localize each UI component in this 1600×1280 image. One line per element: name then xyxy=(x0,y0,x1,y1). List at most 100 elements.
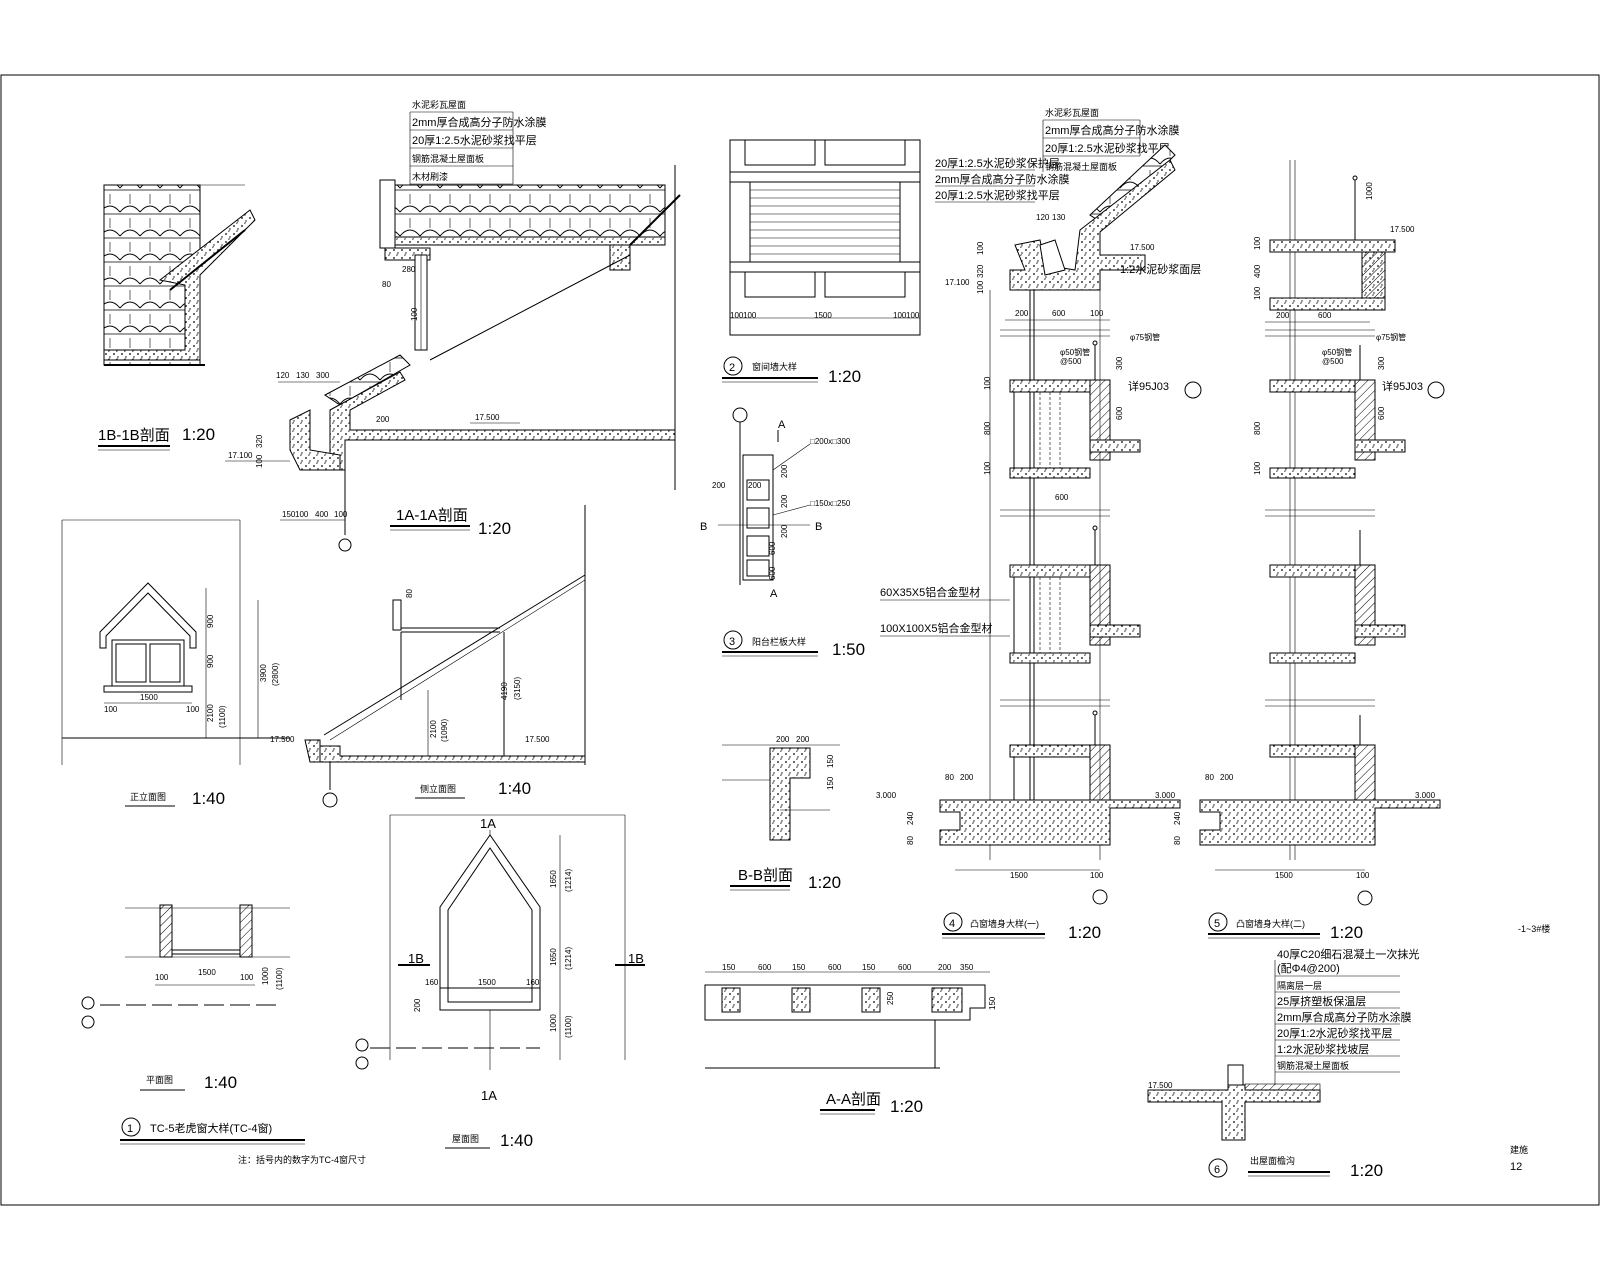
note-d4-7: 1:2水泥砂浆面层 xyxy=(1120,262,1201,276)
note-d4-2: 20厚1:2.5水泥砂浆找平层 xyxy=(1045,141,1170,155)
number-d3: 3 xyxy=(729,636,735,648)
dim-d5-10: 100 xyxy=(1253,461,1262,475)
dim-fe-5: 2100 xyxy=(206,704,215,722)
note-d6-7: 钢筋混凝土屋面板 xyxy=(1277,1060,1349,1071)
dim-se-2: (3150) xyxy=(513,677,522,700)
dim-rp-3: (1214) xyxy=(564,947,573,970)
dim-rp-4: 160 xyxy=(425,978,439,987)
scale-1a-section: 1:20 xyxy=(478,519,511,538)
d4-floor-2 xyxy=(1009,525,1141,664)
roof-label-1b-left: 1B xyxy=(408,951,424,966)
title-d5: 凸窗墙身大样(二) xyxy=(1236,918,1305,929)
detail-3-balcony-rail: A A B B 200 200 200 200 200 600 600 □200… xyxy=(700,407,865,659)
dim-plan-0: 1500 xyxy=(198,968,216,977)
legend-detail-1: 1 TC-5老虎窗大样(TC-4窗) 注：括号内的数字为TC-4窗尺寸 xyxy=(120,1117,366,1165)
scale-d4: 1:20 xyxy=(1068,923,1101,942)
dim-d5-4: 100 xyxy=(1253,286,1262,300)
note-1a-2: 20厚1:2.5水泥砂浆找平层 xyxy=(412,133,537,147)
scale-bb: 1:20 xyxy=(808,873,841,892)
dim-d5-17: 100 xyxy=(1356,871,1370,880)
note-d4-6: 20厚1:2.5水泥砂浆找平层 xyxy=(935,188,1060,202)
dim-d3-2: 200 xyxy=(780,464,789,478)
dim-1a-0: 120 xyxy=(276,371,290,380)
dim-bb-3: 150 xyxy=(826,776,835,790)
dim-rp-5: 1500 xyxy=(478,978,496,987)
number-d4: 4 xyxy=(949,918,955,930)
dim-d4-7: 100 xyxy=(976,241,985,255)
scale-d5: 1:20 xyxy=(1330,923,1363,942)
dim-rp-7: 200 xyxy=(413,998,422,1012)
label-d5-ref: 详95J03 xyxy=(1382,379,1423,393)
dim-d3-7: □200x□300 xyxy=(810,437,851,446)
note-d6-6: 1:2水泥砂浆找坡层 xyxy=(1277,1042,1369,1056)
dim-d5-2: 100 xyxy=(1253,236,1262,250)
dim-d4-3: 600 xyxy=(1052,309,1066,318)
note-d4-3: 钢筋混凝土屋面板 xyxy=(1045,161,1117,172)
dim-rp-1: (1214) xyxy=(564,869,573,892)
dim-1a-13: 400 xyxy=(315,510,329,519)
dim-d6-0: 17.500 xyxy=(1148,1081,1173,1090)
dim-d2-1: 100 xyxy=(743,311,757,320)
dim-d5-1: 17.500 xyxy=(1390,225,1415,234)
scale-plan: 1:40 xyxy=(204,1073,237,1092)
dim-1a-8: 280 xyxy=(402,265,416,274)
dim-d4-11: 600 xyxy=(1115,406,1124,420)
dim-aa-3: 600 xyxy=(828,963,842,972)
label-d4-profile-2: 100X100X5铝合金型材 xyxy=(880,621,993,635)
dim-d5-8: 600 xyxy=(1377,406,1386,420)
dim-aa-8: 250 xyxy=(886,991,895,1005)
dim-d4-15: 100 xyxy=(983,461,992,475)
title-roof-plan: 屋面图 xyxy=(452,1134,479,1144)
detail-side-elevation: 80 4190 (3150) 2100 (1090) 17.500 侧立面图 1… xyxy=(304,505,586,808)
dim-d4-6: 17.100 xyxy=(945,278,970,287)
dim-d5-9: 800 xyxy=(1253,421,1262,435)
label-d3-b-left: B xyxy=(700,521,707,533)
dim-plan-2: 100 xyxy=(240,973,254,982)
dim-se-3: 2100 xyxy=(429,720,438,738)
dim-bb-2: 150 xyxy=(826,754,835,768)
title-d2: 窗间墙大样 xyxy=(752,361,797,372)
dim-1a-4: 17.500 xyxy=(475,413,500,422)
dim-d5-5: 200 xyxy=(1276,311,1290,320)
label-d4-profile-1: 60X35X5铝合金型材 xyxy=(880,585,980,599)
dim-fe-8: (2800) xyxy=(271,663,280,686)
detail-6-parapet: 40厚C20细石混凝土一次抹光 (配Φ4@200) 隔离层一层 25厚挤塑板保温… xyxy=(1147,947,1419,1180)
title-side-elevation: 侧立面图 xyxy=(420,783,456,794)
dim-fe-6: (1100) xyxy=(218,705,227,728)
dim-d5-3: 400 xyxy=(1253,264,1262,278)
note-d6-3: 25厚挤塑板保温层 xyxy=(1277,994,1366,1008)
dim-rp-2: 1650 xyxy=(549,948,558,966)
label-d4-pipe50: φ50钢管 xyxy=(1060,347,1090,357)
dim-se-4: (1090) xyxy=(440,719,449,742)
title-front-elevation: 正立面图 xyxy=(130,791,166,802)
detail-1a-section: 水泥彩瓦屋面 2mm厚合成高分子防水涂膜 20厚1:2.5水泥砂浆找平层 钢筋混… xyxy=(225,99,681,552)
dim-1a-1: 130 xyxy=(296,371,310,380)
dim-d4-19: 240 xyxy=(906,811,915,825)
dim-1a-5: 17.100 xyxy=(228,451,253,460)
note-d6-4: 2mm厚合成高分子防水涂膜 xyxy=(1277,1010,1411,1024)
dim-rp-0: 1650 xyxy=(549,870,558,888)
detail-1b-section: 1B-1B剖面 1:20 xyxy=(98,184,256,451)
dim-d4-9: 100 xyxy=(976,280,985,294)
scale-d6: 1:20 xyxy=(1350,1161,1383,1180)
dim-d5-7: 300 xyxy=(1377,356,1386,370)
label-d4-pipe75: φ75钢管 xyxy=(1130,332,1160,342)
dim-rp-8: 1000 xyxy=(549,1014,558,1032)
scale-1b-section: 1:20 xyxy=(182,425,215,444)
d5-floor-1 xyxy=(1269,345,1406,479)
title-d4: 凸窗墙身大样(一) xyxy=(970,918,1039,929)
title-d3: 阳台栏板大样 xyxy=(752,636,806,647)
d5-floor-2 xyxy=(1269,530,1406,664)
dim-d4-0: 120 xyxy=(1036,213,1050,222)
dim-1a-12: 100 xyxy=(295,510,309,519)
dim-d4-21: 1500 xyxy=(1010,871,1028,880)
dim-d2-3: 100 xyxy=(893,311,907,320)
dim-aa-5: 600 xyxy=(898,963,912,972)
note-d6-1: (配Φ4@200) xyxy=(1277,962,1340,975)
dim-d5-11: 80 xyxy=(1205,773,1214,782)
d4-floor-3 xyxy=(939,710,1181,846)
title-1a-section: 1A-1A剖面 xyxy=(396,507,468,524)
roof-notes-1a: 水泥彩瓦屋面 2mm厚合成高分子防水涂膜 20厚1:2.5水泥砂浆找平层 钢筋混… xyxy=(409,99,546,185)
dim-d5-16: 1500 xyxy=(1275,871,1293,880)
note-d6-0: 40厚C20细石混凝土一次抹光 xyxy=(1277,947,1419,961)
